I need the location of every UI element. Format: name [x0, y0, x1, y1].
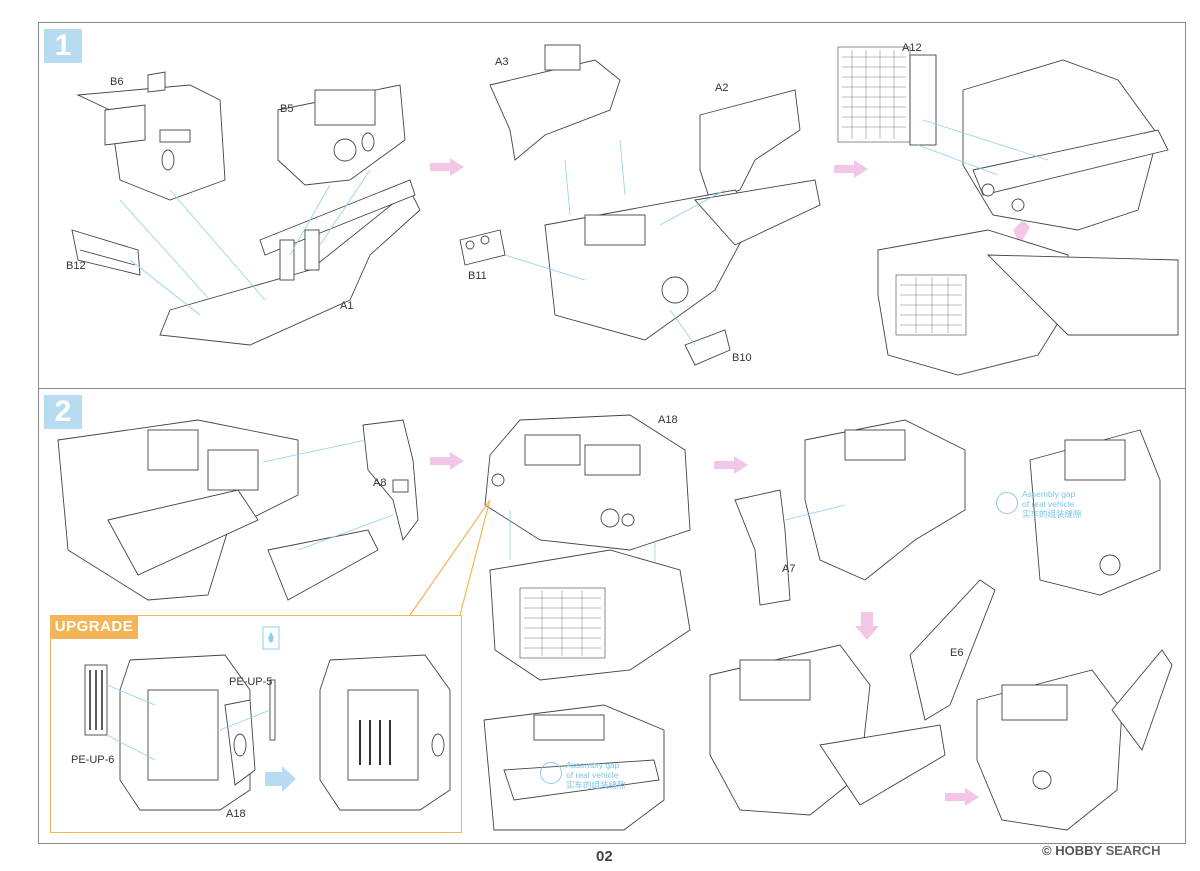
page-number: 02: [596, 848, 613, 865]
part-label-b10: B10: [732, 352, 752, 364]
upgrade-box: [50, 615, 462, 833]
step2-detail-bottom: [483, 704, 665, 831]
part-label-e6: E6: [950, 647, 964, 659]
watermark: © HOBBY SEARCH: [1042, 843, 1160, 858]
part-label-a3: A3: [495, 56, 509, 68]
step1-assembly-a: [71, 71, 421, 346]
step1-assembly-c: [837, 46, 1179, 376]
assembly-gap-note-2: Assembly gap of real vehicle 实车的组装缝隙: [566, 760, 626, 790]
step-divider: [38, 388, 1186, 389]
instruction-frame: [38, 22, 1186, 844]
magnifier-icon: [540, 762, 562, 784]
part-label-pe-up-6: PE-UP-6: [71, 754, 115, 766]
watermark-mark: ©: [1042, 843, 1052, 858]
step2-detail-right: [1029, 429, 1161, 596]
step2-assembly-b: [484, 414, 691, 681]
upgrade-callout-lines: [409, 499, 491, 616]
upgrade-tag: UPGRADE: [50, 615, 138, 639]
glue-drop-icon: [262, 626, 280, 650]
arrow-right-icon: [945, 788, 979, 806]
step2-assembly-c: [734, 419, 966, 606]
watermark-brand: HOBBY: [1055, 843, 1102, 858]
upgrade-diagram: [84, 654, 451, 811]
part-label-b11: B11: [468, 270, 487, 282]
watermark-suffix: SEARCH: [1105, 843, 1161, 858]
step-1-badge: 1: [44, 29, 82, 63]
arrow-right-icon: [834, 160, 868, 178]
arrow-right-icon: [430, 158, 464, 176]
arrow-right-icon: [714, 456, 748, 474]
part-label-a7: A7: [782, 563, 796, 575]
part-label-b6: B6: [110, 76, 124, 88]
step2-final-assembly: [976, 649, 1173, 831]
step2-assembly-a: [57, 419, 419, 601]
part-label-pe-up-5: PE-UP-5: [229, 676, 273, 688]
part-label-a18: A18: [658, 414, 678, 426]
part-label-a18-upgrade: A18: [226, 808, 246, 820]
arrow-right-icon: [430, 452, 464, 470]
part-label-b12: B12: [66, 260, 86, 272]
step-2-badge: 2: [44, 395, 82, 429]
part-label-a1: A1: [340, 300, 354, 312]
step1-assembly-b: [459, 44, 821, 366]
assembly-gap-note-1: Assembly gap of real vehicle 实车的组装缝隙: [1022, 489, 1082, 519]
part-label-a2: A2: [715, 82, 729, 94]
step2-assembly-d: [709, 579, 996, 816]
arrow-down-icon: [855, 612, 879, 640]
part-label-b5: B5: [280, 103, 294, 115]
part-label-a8: A8: [373, 477, 387, 489]
part-label-a12: A12: [902, 42, 922, 54]
magnifier-icon: [996, 492, 1018, 514]
